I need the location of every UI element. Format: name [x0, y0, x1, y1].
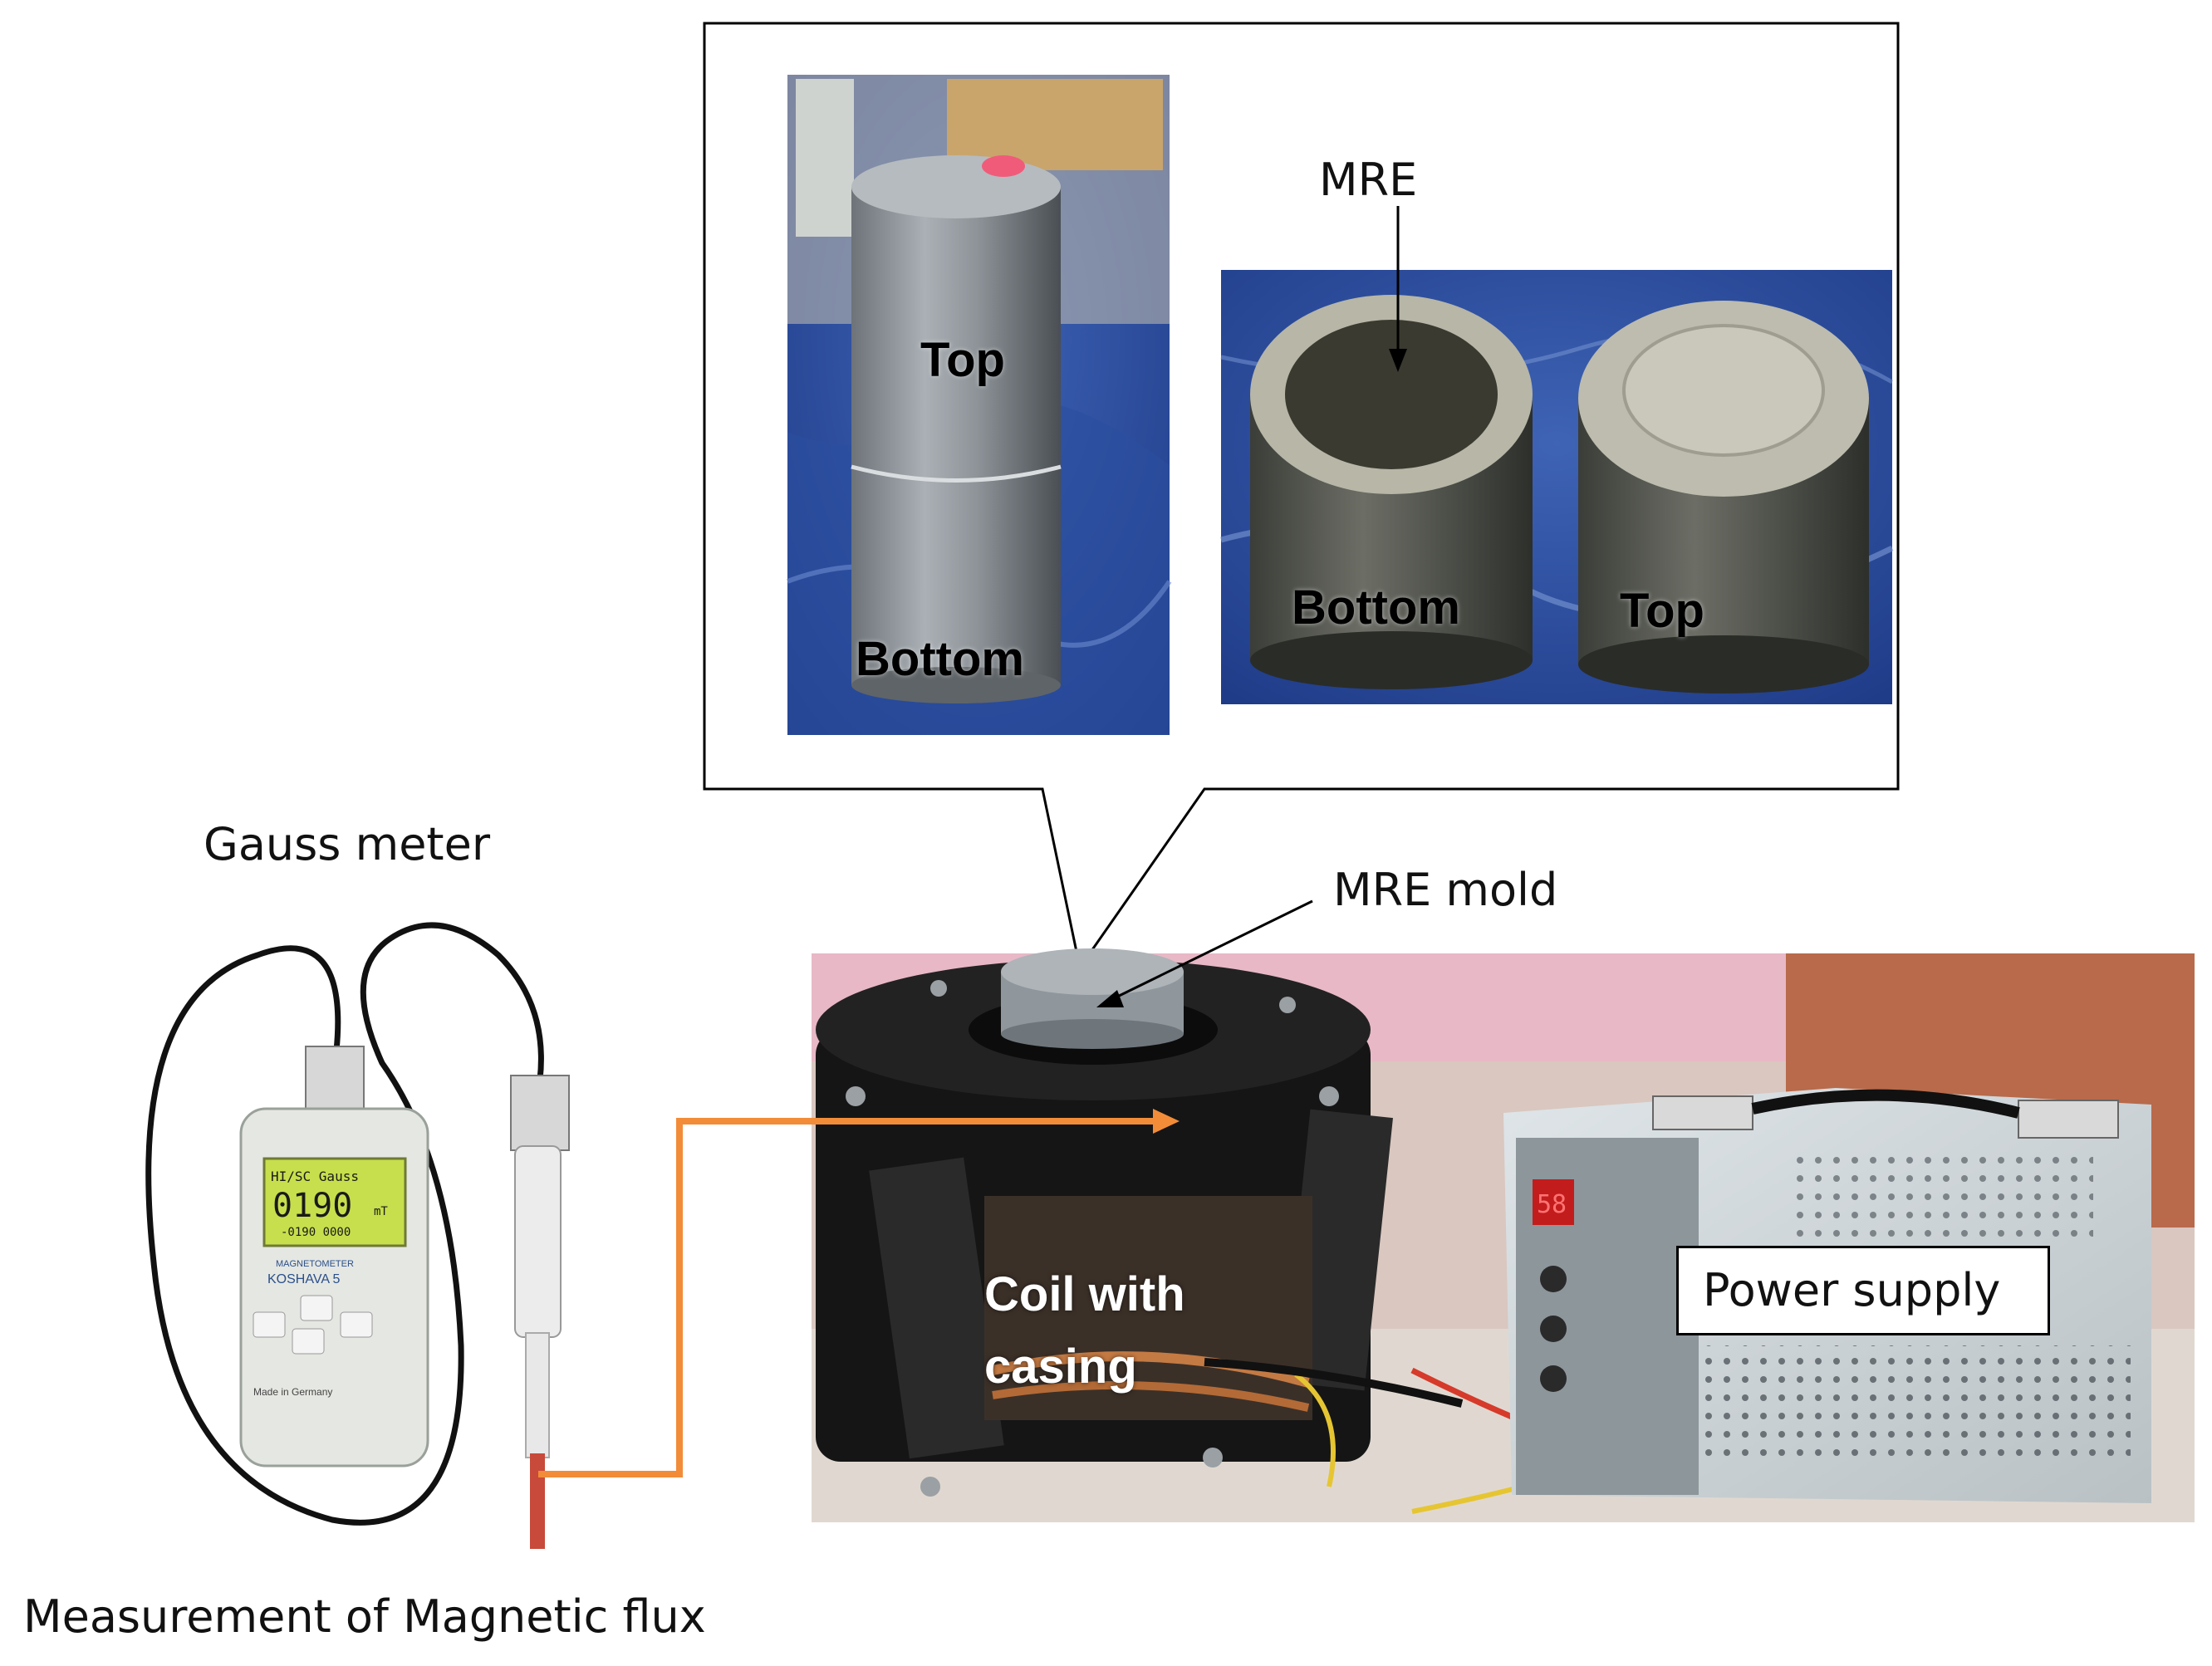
mre-mold-label: MRE mold	[1333, 864, 1558, 916]
gauss-meter-label: Gauss meter	[204, 818, 491, 870]
power-supply-label-box	[1676, 1246, 2050, 1335]
top-label-open: Top	[1620, 584, 1704, 638]
orange-connector	[538, 1109, 1180, 1477]
meter-display-value: 0190	[272, 1187, 352, 1225]
bottom-label-open: Bottom	[1292, 581, 1460, 635]
meter-model-line2: KOSHAVA 5	[267, 1272, 341, 1286]
mre-label: MRE	[1319, 154, 1418, 206]
meter-display-unit: mT	[374, 1205, 388, 1218]
meter-made-in: Made in Germany	[253, 1386, 332, 1398]
photo-electromagnet: 58	[812, 948, 2195, 1522]
mre-mold-pointer-arrow	[1096, 899, 1313, 1007]
coil-label-line2: casing	[984, 1340, 1137, 1394]
coil-label-line1: Coil with	[984, 1267, 1185, 1321]
bottom-label-stacked: Bottom	[856, 632, 1024, 686]
psu-display-text: 58	[1537, 1190, 1567, 1219]
meter-display-bottom: -0190 0000	[281, 1226, 351, 1239]
power-supply-label: Power supply	[1703, 1264, 2001, 1316]
photo-stacked-mold	[786, 75, 1172, 735]
photo-open-mold	[1220, 270, 1894, 704]
measurement-label: Measurement of Magnetic flux	[23, 1590, 706, 1643]
mre-pointer-arrow	[1389, 206, 1407, 372]
meter-model-line1: MAGNETOMETER	[276, 1259, 354, 1269]
top-label-stacked: Top	[920, 333, 1005, 387]
gauss-meter: HI/SC Gauss 0190 mT -0190 0000 MAGNETOME…	[145, 922, 570, 1549]
meter-display-top: HI/SC Gauss	[271, 1169, 359, 1184]
